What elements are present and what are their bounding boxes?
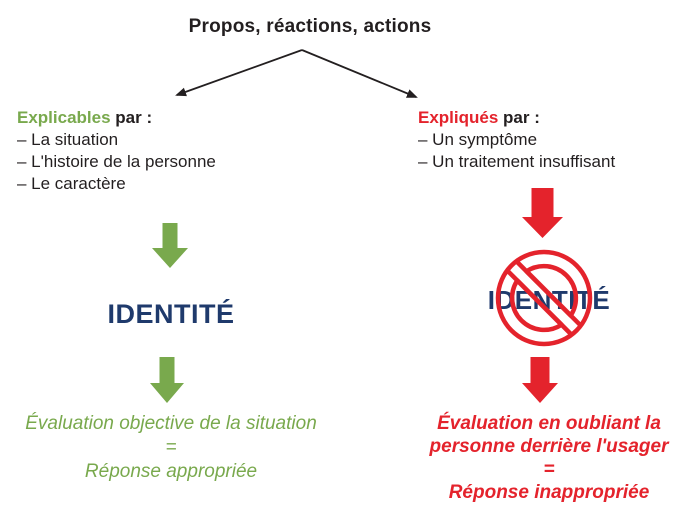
right-causes-block: Expliqués par : – Un symptôme – Un trait… <box>418 107 615 173</box>
red-down-arrow-icon <box>522 357 558 403</box>
left-heading-highlight: Explicables <box>17 108 111 127</box>
left-causes-block: Explicables par : – La situation – L'his… <box>17 107 216 195</box>
right-heading-rest: par : <box>498 108 540 127</box>
right-conclusion-text: Évaluation en oubliant la personne derri… <box>430 412 669 504</box>
branch-arrows-icon <box>175 49 418 98</box>
right-heading-highlight: Expliqués <box>418 108 499 127</box>
conclusion-line: personne derrière l'usager <box>429 436 669 457</box>
conclusion-line: Évaluation objective de la situation <box>25 413 317 434</box>
list-item: – La situation <box>17 130 119 149</box>
conclusion-line: = <box>165 437 177 458</box>
identity-label-right: IDENTITÉ <box>487 285 611 315</box>
list-item: – L'histoire de la personne <box>17 152 216 171</box>
left-causes-heading: Explicables par : <box>17 107 216 129</box>
green-down-arrow-icon <box>152 223 188 268</box>
list-item: – Un traitement insuffisant <box>418 152 616 171</box>
diagram-title: Propos, réactions, actions <box>188 16 432 37</box>
left-heading-rest: par : <box>110 108 153 127</box>
conclusion-line: Réponse appropriée <box>84 461 258 482</box>
conclusion-line: Réponse inappropriée <box>448 482 650 503</box>
identity-label-left: IDENTITÉ <box>107 299 235 329</box>
list-item: – Le caractère <box>17 174 126 193</box>
right-causes-heading: Expliqués par : <box>418 107 615 129</box>
list-item: – Un symptôme <box>418 130 538 149</box>
red-down-arrow-icon <box>522 188 563 238</box>
left-conclusion-text: Évaluation objective de la situation = R… <box>25 412 317 484</box>
conclusion-line: Évaluation en oubliant la <box>437 413 661 434</box>
green-down-arrow-icon <box>150 357 184 403</box>
conclusion-line: = <box>543 459 555 480</box>
